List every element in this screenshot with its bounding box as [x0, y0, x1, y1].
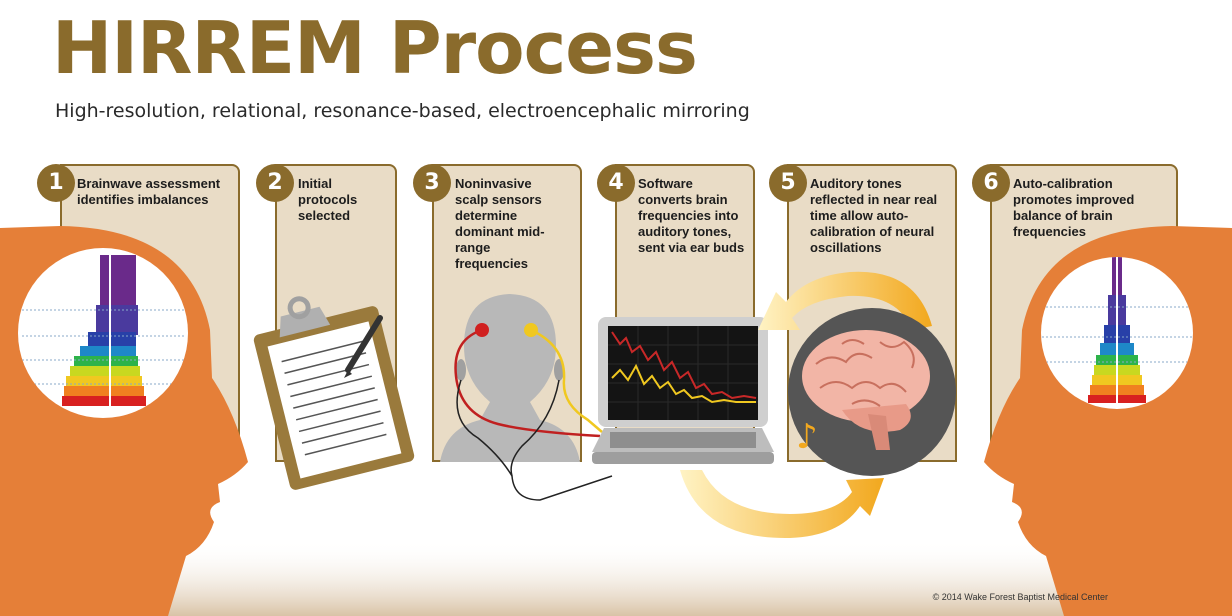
right-brainwave-spectrum — [1042, 257, 1192, 409]
step-number-4: 4 — [597, 164, 635, 202]
arrow-loop-top-icon — [758, 271, 932, 330]
step-number-2: 2 — [256, 164, 294, 202]
floor-shadow — [0, 540, 1232, 616]
yellow-waveform — [611, 363, 756, 404]
brain-icon: ♪ — [788, 308, 956, 476]
step-number-1: 1 — [37, 164, 75, 202]
arrow-loop-bottom-icon — [680, 470, 884, 539]
step-text-6: Auto-calibration promotes improved balan… — [1013, 176, 1135, 239]
step-text-5: Auditory tones reflected in near real ti… — [810, 176, 938, 255]
step-text-4: Software converts brain frequencies into… — [638, 176, 745, 255]
step-number-6: 6 — [972, 164, 1010, 202]
head-with-sensors-icon — [440, 294, 613, 501]
step-text-2: Initial protocols selected — [298, 176, 358, 223]
copyright-notice: © 2014 Wake Forest Baptist Medical Cente… — [932, 592, 1108, 602]
step-number-5: 5 — [769, 164, 807, 202]
step-number-3: 3 — [413, 164, 451, 202]
red-waveform — [611, 331, 757, 400]
step-text-1: Brainwave assessment identifies imbalanc… — [77, 176, 221, 207]
page-subtitle: High-resolution, relational, resonance-b… — [55, 100, 750, 122]
clipboard-icon — [253, 296, 415, 490]
music-note-icon: ♪ — [796, 417, 818, 457]
step-text-3: Noninvasive scalp sensors determine domi… — [455, 176, 545, 271]
page-title: HIRREM Process — [52, 6, 698, 90]
laptop-icon — [592, 317, 774, 464]
left-brainwave-spectrum — [22, 252, 184, 412]
